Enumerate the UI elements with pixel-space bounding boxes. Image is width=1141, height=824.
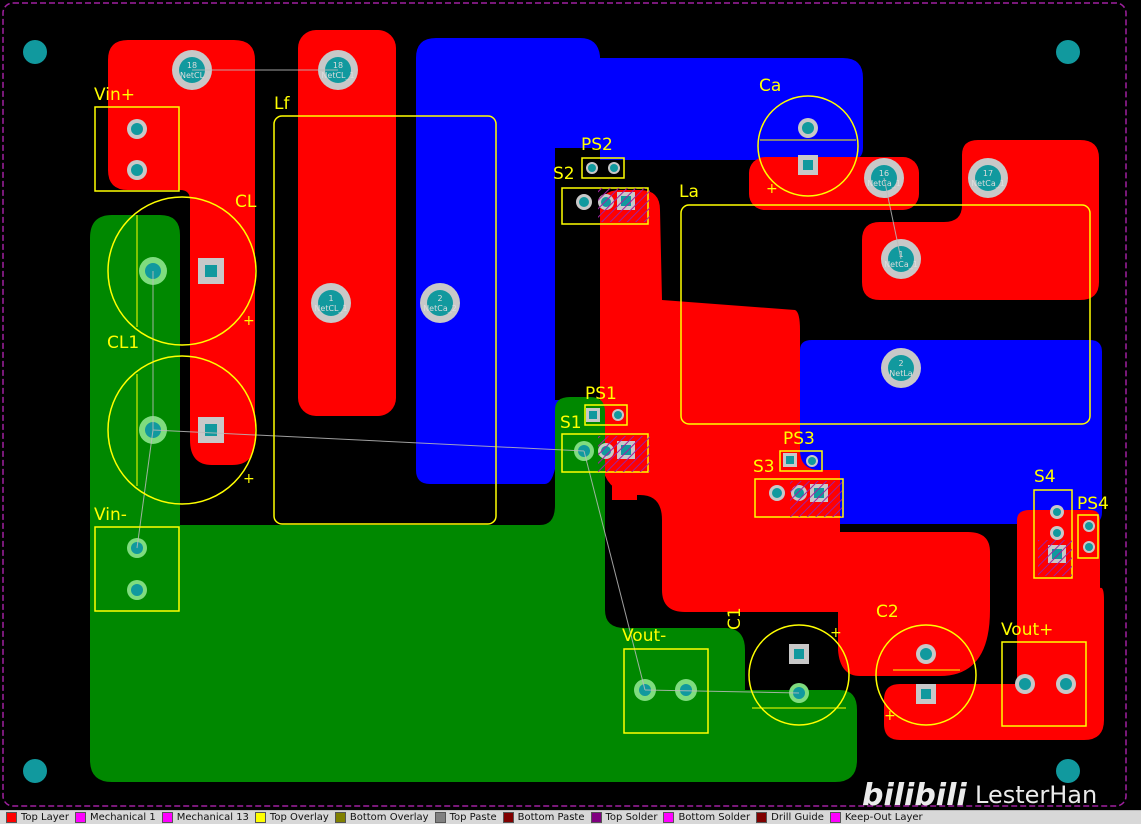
label-cl: CL: [235, 192, 257, 212]
mounting-holes: [23, 40, 1080, 783]
layer-tab-label: Mechanical 13: [176, 812, 249, 823]
watermark: bilibili LesterHan: [862, 778, 1097, 810]
board-outline: [2, 2, 1127, 807]
pad-18b-net: NetCL_1: [321, 71, 354, 80]
pad-1-lf-num: 1: [328, 294, 333, 303]
pad-1-la-net: NetCa_1: [884, 260, 918, 269]
pad-16-num: 16: [879, 169, 889, 178]
layer-color-swatch: [254, 812, 266, 823]
layer-tab[interactable]: Bottom Solder: [663, 811, 750, 824]
polarity-c2: +: [884, 708, 896, 724]
pad-2-lf[interactable]: 2 NetCa_2: [420, 283, 460, 323]
layer-color-swatch: [434, 812, 446, 823]
layer-tab-label: Bottom Overlay: [349, 812, 429, 823]
polarity-c1: +: [830, 625, 842, 641]
layer-tab[interactable]: Mechanical 13: [161, 811, 249, 824]
layer-color-swatch: [756, 812, 768, 823]
pad-1-lf[interactable]: 1 NetCL_1: [311, 283, 351, 323]
layer-tab-label: Top Paste: [449, 812, 497, 823]
label-vin-plus: Vin+: [94, 85, 135, 105]
layer-color-swatch: [334, 812, 346, 823]
pad-1-la-num: 1: [898, 250, 903, 259]
pad-18a-net: NetCL: [180, 71, 205, 80]
label-s4: S4: [1034, 467, 1056, 487]
layer-tab[interactable]: Top Layer: [6, 811, 69, 824]
label-ps2: PS2: [581, 135, 613, 155]
pad-18a-num: 18: [187, 61, 197, 70]
ratsnest-lines: [136, 69, 902, 694]
layer-tab-label: Top Layer: [21, 812, 69, 823]
layer-tab[interactable]: Top Paste: [434, 811, 497, 824]
label-vout-plus: Vout+: [1001, 620, 1053, 640]
pad-2-lf-net: NetCa_2: [423, 304, 457, 313]
layer-tab[interactable]: Bottom Paste: [502, 811, 585, 824]
bottom-copper-layer: [416, 38, 1102, 524]
pad-17[interactable]: 17 NetCa_1: [968, 158, 1008, 198]
layer-tab-label: Bottom Paste: [517, 812, 585, 823]
refdes-labels: Vin+ Vin- CL CL1 Lf PS2 S2 PS1 S1 Ca La …: [94, 76, 1109, 646]
watermark-brand: bilibili: [862, 778, 967, 810]
layer-color-swatch: [6, 812, 17, 823]
label-ps3: PS3: [783, 429, 815, 449]
label-vout-minus: Vout-: [622, 626, 666, 646]
label-s1: S1: [560, 413, 582, 433]
pad-1-lf-net: NetCL_1: [314, 304, 347, 313]
layer-tab[interactable]: Bottom Overlay: [334, 811, 429, 824]
label-c2: C2: [876, 602, 899, 622]
pad-2-la-num: 2: [898, 359, 903, 368]
label-vin-minus: Vin-: [94, 505, 127, 525]
pad-17-num: 17: [983, 169, 993, 178]
label-lf: Lf: [274, 94, 290, 114]
polarity-cl1: +: [243, 471, 255, 487]
pad-18b-num: 18: [333, 61, 343, 70]
label-la: La: [679, 182, 699, 202]
layer-tab[interactable]: Drill Guide: [756, 811, 824, 824]
polarity-ca: +: [766, 181, 778, 197]
layer-tab[interactable]: Top Overlay: [254, 811, 329, 824]
pad-2-lf-num: 2: [437, 294, 442, 303]
layer-color-swatch: [74, 812, 86, 823]
layer-tab[interactable]: Mechanical 1: [74, 811, 156, 824]
gnd-polygon: [90, 215, 857, 782]
label-cl1: CL1: [107, 333, 139, 353]
label-ps1: PS1: [585, 384, 617, 404]
hatched-pads: [598, 188, 1072, 576]
layer-tab-label: Bottom Solder: [678, 812, 751, 823]
layer-tab-label: Drill Guide: [771, 812, 824, 823]
layer-tab-label: Mechanical 1: [89, 812, 156, 823]
label-s3: S3: [753, 457, 775, 477]
label-s2: S2: [553, 164, 575, 184]
label-ca: Ca: [759, 76, 781, 96]
layer-color-swatch: [829, 812, 841, 823]
pad-2-la[interactable]: 2 NetLa: [881, 348, 921, 388]
layer-color-swatch: [502, 812, 514, 823]
label-ps4: PS4: [1077, 494, 1109, 514]
polarity-cl: +: [243, 313, 255, 329]
polarity-marks: + + + + +: [243, 181, 896, 724]
layer-tabs-bar: Top Layer Mechanical 1 Mechanical 13 Top Ov…: [0, 810, 1141, 824]
layer-tab-label: Top Solder: [605, 812, 658, 823]
label-c1: C1: [725, 607, 745, 630]
watermark-user: LesterHan: [975, 781, 1097, 809]
layer-tab[interactable]: Top Solder: [590, 811, 658, 824]
layer-color-swatch: [663, 812, 675, 823]
pad-17-net: NetCa_1: [971, 179, 1005, 188]
layer-tab-label: Top Overlay: [269, 812, 329, 823]
pad-16-net: NetCa_1: [867, 179, 901, 188]
layer-color-swatch: [161, 812, 173, 823]
layer-tab[interactable]: Keep-Out Layer: [829, 811, 923, 824]
layer-tab-label: Keep-Out Layer: [844, 812, 923, 823]
layer-color-swatch: [590, 812, 602, 823]
pad-2-la-net: NetLa: [889, 369, 913, 378]
